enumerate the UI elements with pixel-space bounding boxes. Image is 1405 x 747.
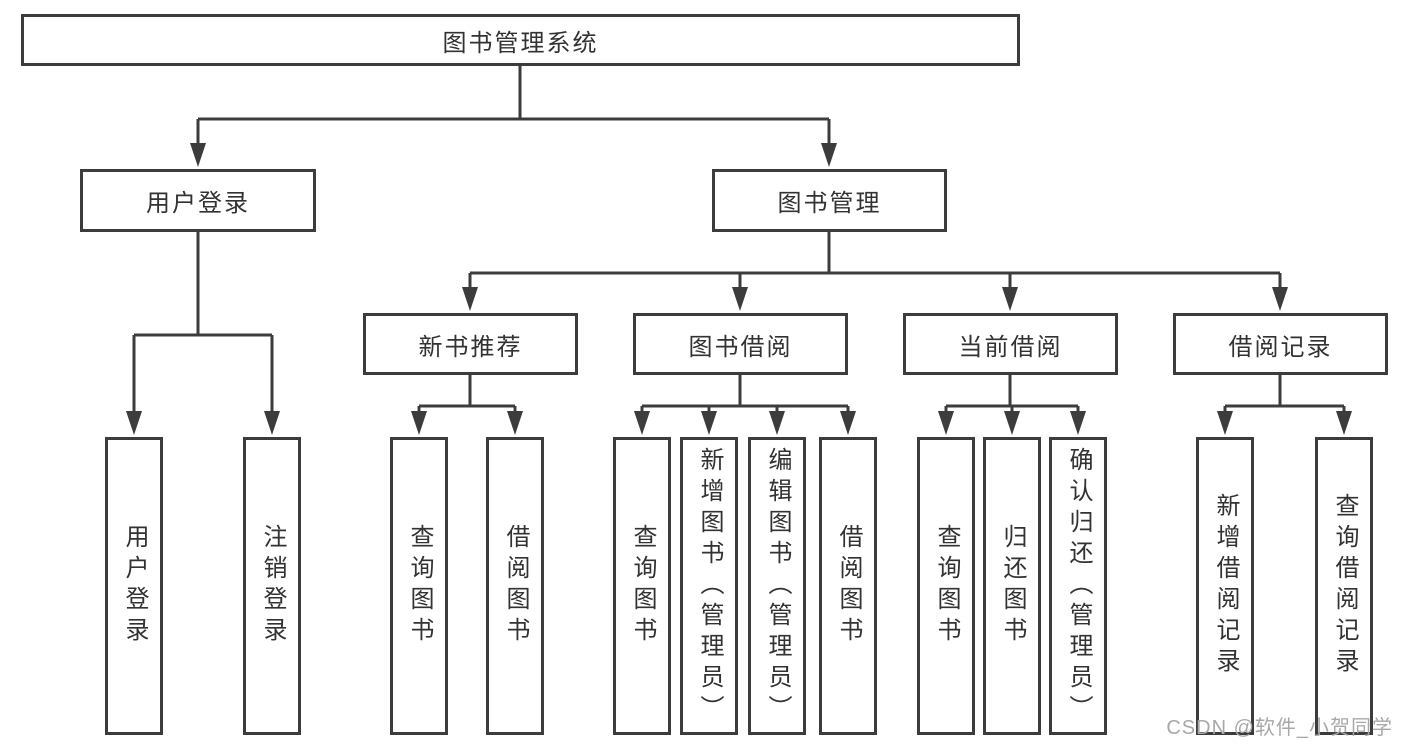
leaf-return-books: 归还图书 bbox=[983, 437, 1041, 735]
node-label: 归还图书 bbox=[999, 524, 1026, 648]
leaf-confirm-return-admin: 确认归还（管理员） bbox=[1049, 437, 1107, 735]
node-label: 查询图书 bbox=[933, 524, 960, 648]
node-label: 当前借阅 bbox=[958, 333, 1063, 361]
leaf-edit-books-admin: 编辑图书（管理员） bbox=[748, 437, 806, 735]
node-label: 图书管理系统 bbox=[442, 29, 599, 57]
node-label: 编辑图书（管理员） bbox=[764, 446, 791, 726]
node-borrowing-records: 借阅记录 bbox=[1173, 313, 1388, 375]
node-label: 查询图书 bbox=[406, 524, 433, 648]
node-label: 图书管理 bbox=[777, 190, 882, 217]
leaf-user-login: 用户登录 bbox=[105, 437, 163, 735]
node-label: 图书借阅 bbox=[688, 333, 793, 361]
node-new-book-recommend: 新书推荐 bbox=[363, 313, 578, 375]
node-label: 用户登录 bbox=[121, 524, 148, 648]
arrowhead-icons bbox=[126, 143, 1352, 435]
node-label: 借阅图书 bbox=[502, 524, 529, 648]
node-root-system: 图书管理系统 bbox=[21, 14, 1020, 66]
leaf-query-books-recommend: 查询图书 bbox=[390, 437, 448, 735]
node-label: 查询借阅记录 bbox=[1331, 493, 1358, 679]
node-label: 借阅记录 bbox=[1228, 333, 1333, 361]
watermark: CSDN @软件_小贺同学 bbox=[1166, 717, 1393, 739]
node-label: 确认归还（管理员） bbox=[1065, 446, 1092, 726]
leaf-query-borrow-record: 查询借阅记录 bbox=[1315, 437, 1373, 735]
node-user-login: 用户登录 bbox=[80, 169, 316, 232]
node-label: 用户登录 bbox=[146, 190, 250, 217]
leaf-logout: 注销登录 bbox=[243, 437, 301, 735]
node-label: 注销登录 bbox=[259, 524, 286, 648]
node-book-borrowing: 图书借阅 bbox=[633, 313, 848, 375]
node-label: 查询图书 bbox=[629, 524, 656, 648]
leaf-borrow-books: 借阅图书 bbox=[819, 437, 877, 735]
node-label: 借阅图书 bbox=[835, 524, 862, 648]
node-book-management: 图书管理 bbox=[712, 169, 947, 232]
node-label: 新增借阅记录 bbox=[1212, 493, 1239, 679]
leaf-borrow-books-recommend: 借阅图书 bbox=[486, 437, 544, 735]
node-label: 新书推荐 bbox=[418, 333, 523, 361]
leaf-query-books-borrowing: 查询图书 bbox=[613, 437, 671, 735]
node-label: 新增图书（管理员） bbox=[696, 446, 723, 726]
leaf-add-books-admin: 新增图书（管理员） bbox=[680, 437, 738, 735]
leaf-query-books-current: 查询图书 bbox=[917, 437, 975, 735]
node-current-borrowing: 当前借阅 bbox=[903, 313, 1118, 375]
leaf-add-borrow-record: 新增借阅记录 bbox=[1196, 437, 1254, 735]
